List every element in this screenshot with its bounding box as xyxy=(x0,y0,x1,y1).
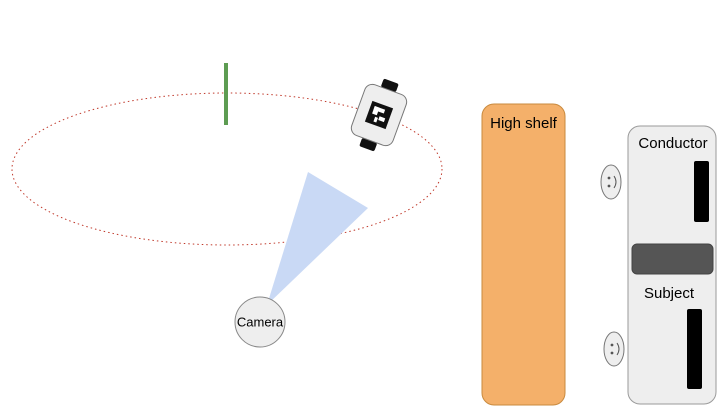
conductor-screen xyxy=(694,161,709,222)
camera-label: Camera xyxy=(237,315,284,330)
robot-icon xyxy=(350,78,408,152)
conductor-label: Conductor xyxy=(638,135,707,152)
face-icon-conductor xyxy=(600,164,622,200)
camera-view-cone xyxy=(267,172,368,305)
camera-circle xyxy=(234,296,286,348)
fiducial-marker-icon xyxy=(364,100,394,130)
face-icon-subject xyxy=(603,331,625,367)
high-shelf-label: High shelf xyxy=(490,115,558,132)
subject-screen xyxy=(687,309,702,389)
camera: Camera xyxy=(234,296,286,348)
panel-divider xyxy=(631,243,714,275)
high-shelf: High shelf xyxy=(481,103,566,406)
desk-panel: Conductor Subject xyxy=(627,125,717,405)
subject-label: Subject xyxy=(644,285,695,302)
green-post xyxy=(224,63,228,125)
high-shelf-body xyxy=(481,103,566,406)
